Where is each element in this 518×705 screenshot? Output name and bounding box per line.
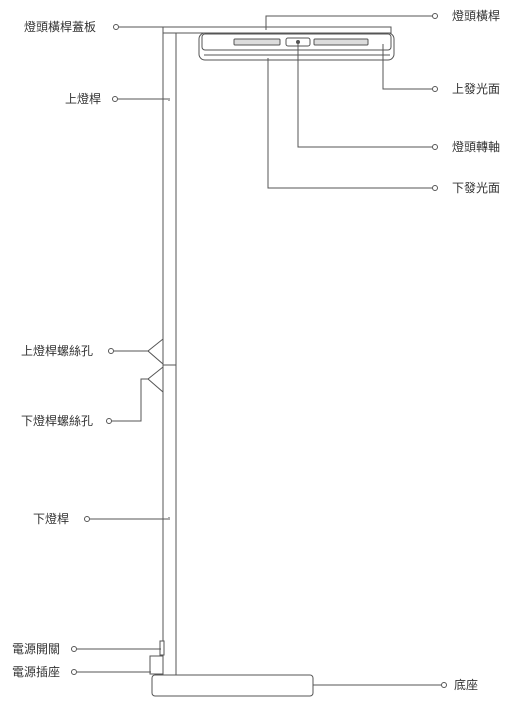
label-head-bar-cover: 燈頭橫桿蓋板 — [24, 20, 97, 34]
upper-screw-hole — [147, 337, 164, 366]
lower-screw-hole — [147, 365, 164, 394]
slot-right — [313, 38, 369, 46]
label-power-switch: 電源開關 — [12, 642, 61, 656]
power-socket-shape — [149, 655, 164, 675]
label-upper-pole: 上燈桿 — [65, 92, 102, 106]
label-upper-emitting-surface: 上發光面 — [452, 82, 501, 96]
label-power-socket: 電源插座 — [12, 665, 61, 679]
base-shape — [151, 674, 314, 697]
power-switch-shape — [159, 640, 165, 656]
label-base: 底座 — [454, 678, 479, 692]
label-head-bar: 燈頭橫桿 — [452, 9, 501, 23]
label-lower-emitting-surface: 下發光面 — [452, 181, 501, 195]
label-head-rotation-axis: 燈頭轉軸 — [452, 140, 501, 154]
label-lower-pole: 下燈桿 — [33, 512, 70, 526]
head-bar-cover — [162, 26, 392, 34]
label-upper-pole-screw-hole: 上燈桿螺絲孔 — [21, 344, 94, 358]
slot-left — [233, 38, 281, 46]
label-lower-pole-screw-hole: 下燈桿螺絲孔 — [21, 414, 94, 428]
pole-outline — [162, 28, 177, 685]
